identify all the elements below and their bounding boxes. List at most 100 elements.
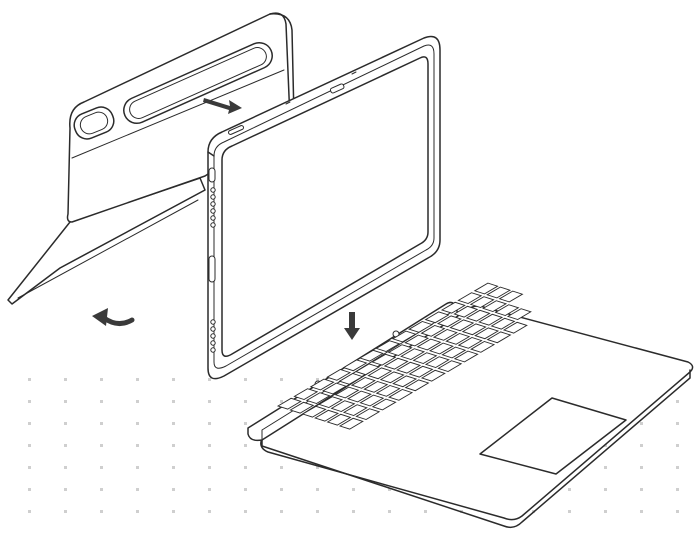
keyboard-key (314, 409, 340, 422)
keyboard-key (355, 408, 381, 420)
grid-dot (172, 422, 175, 425)
keyboard-key (461, 323, 487, 336)
fold-cover-back-arrow (92, 308, 135, 326)
keyboard-keys (276, 282, 532, 430)
grid-dot (244, 466, 247, 469)
grid-dot (676, 466, 679, 469)
grid-dot (244, 510, 247, 513)
keyboard-key (408, 321, 434, 333)
keyboard-key (453, 305, 479, 318)
back-cover (7, 12, 295, 305)
grid-dot (64, 422, 67, 425)
grid-dot (352, 488, 355, 491)
grid-dot (280, 378, 283, 381)
grid-dot (172, 510, 175, 513)
grid-dot (100, 466, 103, 469)
grid-dot (604, 488, 607, 491)
keyboard-key (428, 342, 454, 355)
grid-dot (172, 400, 175, 403)
keyboard-key (482, 300, 508, 312)
keyboard-key (457, 292, 483, 304)
keyboard-key (367, 367, 393, 380)
grid-dot (208, 488, 211, 491)
keyboard-key (363, 381, 389, 393)
keyboard-key (326, 369, 352, 381)
grid-dot (64, 466, 67, 469)
grid-dot (100, 510, 103, 513)
keyboard-key (375, 385, 401, 397)
grid-dot (568, 510, 571, 513)
grid-dot (316, 488, 319, 491)
grid-dot (676, 488, 679, 491)
grid-dot (244, 444, 247, 447)
keyboard-key (358, 349, 384, 362)
grid-dot (136, 488, 139, 491)
keyboard-key (301, 405, 327, 418)
grid-dot (640, 466, 643, 469)
keyboard-key (490, 317, 516, 330)
grid-dot (172, 466, 175, 469)
keyboard-key (453, 350, 479, 363)
keyboard-key (469, 296, 495, 308)
keyboard-key (436, 315, 462, 328)
grid-dot (640, 488, 643, 491)
grid-dot (136, 510, 139, 513)
usb-c-port (208, 255, 216, 283)
volume-button (228, 125, 244, 135)
grid-dot (244, 378, 247, 381)
grid-dot (640, 444, 643, 447)
grid-dot (208, 422, 211, 425)
grid-dot (280, 488, 283, 491)
keyboard-key (338, 417, 364, 430)
grid-dot (640, 422, 643, 425)
keyboard-key (387, 344, 413, 356)
keyboard-key (322, 382, 348, 395)
keyboard-key (392, 375, 418, 388)
grid-dot (244, 400, 247, 403)
grid-dot (100, 400, 103, 403)
grid-dot (316, 378, 319, 381)
keyboard-key (396, 361, 422, 374)
keyboard-key (354, 363, 380, 376)
grid-dot (208, 510, 211, 513)
grid-dot (280, 400, 283, 403)
keyboard-key (404, 379, 430, 392)
grid-dot (388, 510, 391, 513)
grid-dot (316, 466, 319, 469)
keyboard-key (498, 290, 524, 303)
keyboard (247, 282, 694, 529)
grid-dot (28, 422, 31, 425)
grid-dot (64, 444, 67, 447)
keyboard-key (478, 313, 504, 326)
grid-dot (604, 444, 607, 447)
keyboard-key (391, 330, 417, 343)
keyboard-key (408, 365, 434, 378)
grid-dot (208, 378, 211, 381)
keyboard-key (457, 337, 483, 349)
keyboard-key (383, 357, 409, 370)
grid-dot (64, 488, 67, 491)
keyboard-key (309, 378, 335, 391)
keyboard-key (412, 352, 438, 364)
grid-dot (172, 444, 175, 447)
attach-down-arrow (344, 312, 360, 340)
grid-dot (136, 466, 139, 469)
keyboard-key (375, 340, 401, 352)
grid-dot (208, 400, 211, 403)
grid-dot (208, 444, 211, 447)
tablet (207, 35, 441, 380)
keyboard-key (330, 400, 356, 412)
keyboard-key (420, 369, 446, 382)
keyboard-key (473, 282, 499, 295)
keyboard-trackpad (479, 397, 627, 475)
grid-dot (100, 488, 103, 491)
keyboard-key (318, 396, 344, 408)
keyboard-key (338, 373, 364, 385)
grid-dot (676, 422, 679, 425)
tablet-speaker-top (210, 187, 216, 228)
grid-dot (352, 510, 355, 513)
tablet-screen (221, 56, 429, 357)
keyboard-key (359, 394, 385, 407)
keyboard-key (350, 377, 376, 389)
grid-dot (28, 488, 31, 491)
